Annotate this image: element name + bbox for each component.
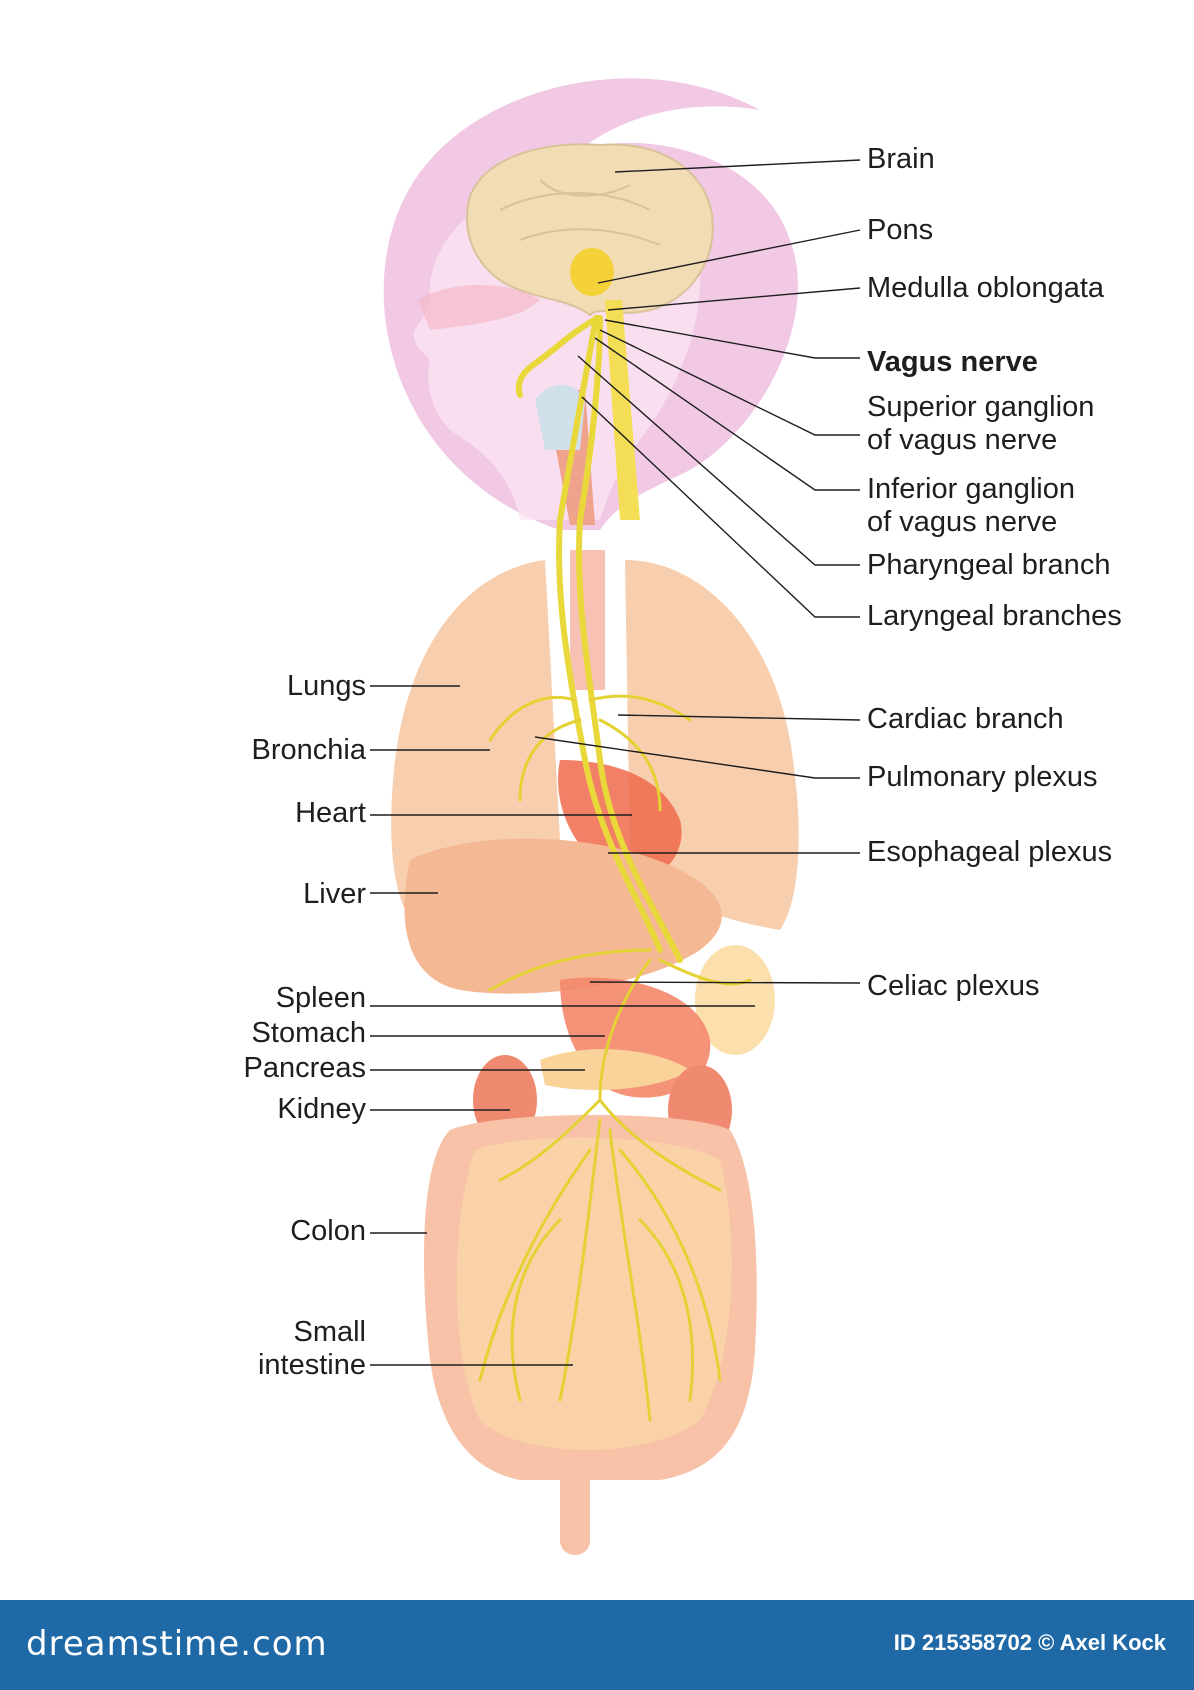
label-superior-ganglion: Superior ganglion of vagus nerve [867,391,1094,457]
vagus-nerve-illustration [370,78,861,1555]
label-brain: Brain [867,143,935,175]
label-spleen: Spleen [275,982,366,1014]
label-colon: Colon [290,1215,366,1247]
label-esophageal-plexus: Esophageal plexus [867,836,1113,868]
pons-shape [570,248,614,296]
left-lung-shape [391,560,560,930]
label-pancreas: Pancreas [243,1052,366,1084]
vagus-nerve-trunks [515,315,683,963]
spleen-shape [695,945,775,1055]
label-liver: Liver [303,878,366,910]
label-superior-ganglion-line1: Superior ganglion [867,391,1095,423]
label-bronchia: Bronchia [251,734,366,766]
label-small-intestine: Small intestine [258,1316,366,1382]
pancreas-shape [540,1049,690,1090]
label-stomach: Stomach [251,1017,366,1049]
label-cardiac-branch: Cardiac branch [867,703,1064,735]
label-vagus-nerve: Vagus nerve [867,346,1038,378]
brand-logo-text[interactable]: dreamstime.com [26,1624,328,1664]
footer-bar: dreamstime.com ID 215358702 © Axel Kock [0,1600,1194,1690]
label-superior-ganglion-line2: of vagus nerve [867,424,1058,456]
label-celiac-plexus: Celiac plexus [867,970,1040,1002]
label-laryngeal-branches: Laryngeal branches [867,600,1122,632]
label-inferior-ganglion: Inferior ganglion of vagus nerve [867,473,1075,539]
label-pharyngeal-branch: Pharyngeal branch [867,549,1111,581]
small-intestine-shape [456,1137,732,1450]
label-medulla-oblongata: Medulla oblongata [867,272,1105,304]
label-small-intestine-line2: intestine [257,1349,366,1381]
leader-lines [370,159,861,1366]
nerve-branches [478,694,752,1422]
liver-shape [404,838,722,994]
label-inferior-ganglion-line1: Inferior ganglion [867,473,1075,505]
label-heart: Heart [295,797,366,829]
label-kidney: Kidney [277,1093,366,1125]
image-credit: ID 215358702 © Axel Kock [893,1630,1166,1655]
label-inferior-ganglion-line2: of vagus nerve [867,506,1058,538]
label-small-intestine-line1: Small [293,1316,366,1348]
label-lungs: Lungs [286,670,366,702]
nasal-cavity [418,285,540,330]
spinal-cord [605,300,640,520]
label-pulmonary-plexus: Pulmonary plexus [867,761,1098,793]
label-pons: Pons [867,214,934,246]
